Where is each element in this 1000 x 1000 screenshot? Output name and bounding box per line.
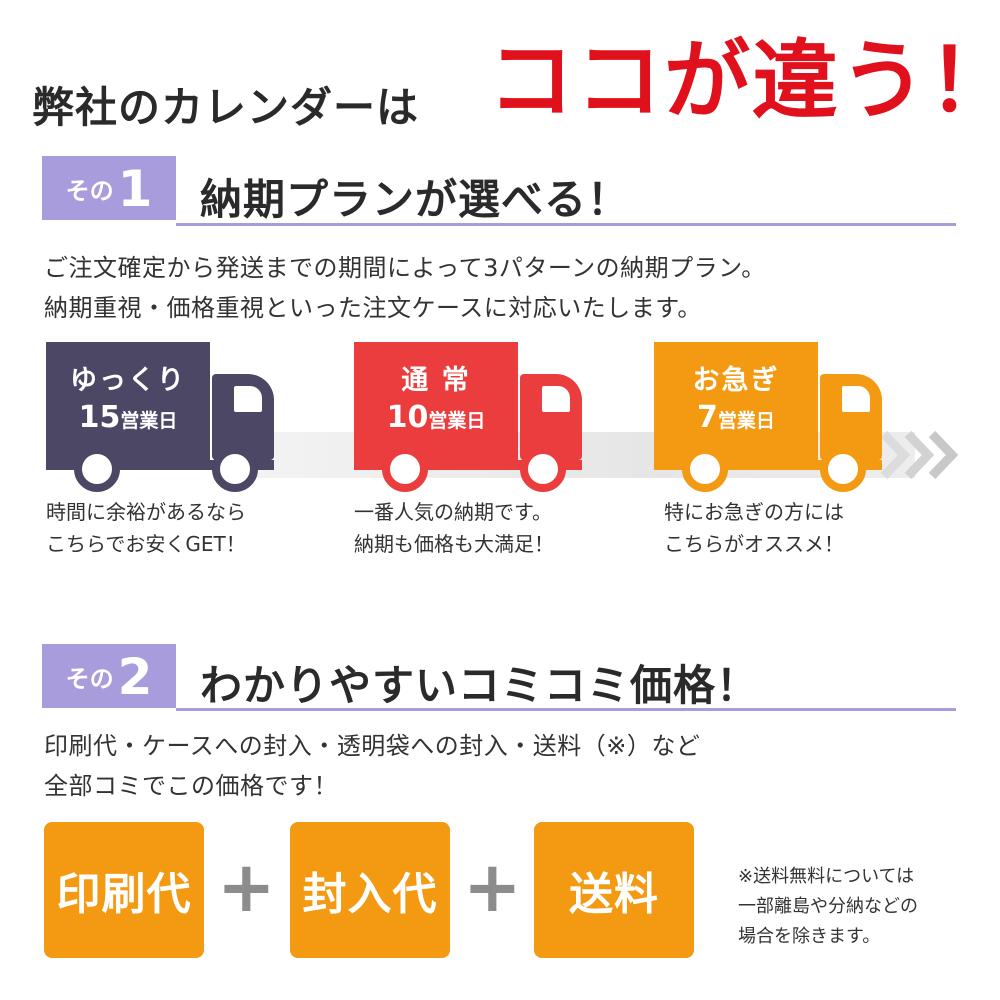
plus-icon: +: [463, 846, 522, 928]
plus-icon: +: [217, 846, 276, 928]
section2-line-2: 全部コミでこの価格です！: [44, 772, 338, 800]
section1-underline: [176, 223, 956, 226]
shipping-note-1: ※送料無料については: [738, 866, 915, 887]
shipping-note-2: 一部離島や分納などの: [738, 896, 918, 917]
truck-express-days: 7営業日: [697, 399, 775, 435]
truck-express-caption-1: 特にお急ぎの方には: [664, 500, 844, 524]
truck-express-wheel-rear: [682, 446, 728, 492]
truck-slow-name: ゆっくり: [70, 365, 186, 397]
section2-underline: [176, 708, 956, 711]
section2-line-1: 印刷代・ケースへの封入・透明袋への封入・送料（※）など: [44, 732, 701, 760]
truck-slow-wheel-rear: [74, 446, 120, 492]
truck-slow-days: 15営業日: [78, 399, 178, 435]
truck-normal-base: [354, 460, 582, 470]
section1-badge-label: その: [65, 177, 114, 205]
truck-slow-window: [234, 386, 262, 412]
truck-normal-caption-2: 納期も価格も大満足！: [354, 532, 554, 556]
truck-slow-cargo: ゆっくり 15営業日: [46, 342, 210, 460]
section1-badge: その 1: [42, 156, 176, 220]
truck-express-base: [654, 460, 882, 470]
section1-line-2: 納期重視・価格重視といった注文ケースに対応いたします。: [44, 294, 702, 322]
shipping-note-3: 場合を除きます。: [738, 926, 881, 947]
price-item-enclosing: 封入代: [290, 822, 450, 958]
truck-slow-caption-1: 時間に余裕があるなら: [46, 500, 246, 524]
truck-slow-wheel-front: [212, 446, 258, 492]
price-item-shipping: 送料: [534, 822, 694, 958]
truck-slow-caption-2: こちらでお安くGET！: [46, 532, 246, 556]
section2-badge-number: 2: [117, 648, 153, 706]
truck-normal-name: 通 常: [401, 365, 471, 397]
truck-express-caption-2: こちらがオススメ！: [664, 532, 844, 556]
truck-normal-window: [542, 386, 570, 412]
truck-normal-caption-1: 一番人気の納期です。: [354, 500, 552, 524]
truck-express-name: お急ぎ: [692, 365, 780, 397]
section2-title: わかりやすいコミコミ価格！: [200, 661, 760, 710]
chevron-arrows-icon: [880, 430, 959, 480]
truck-normal: 通 常 10営業日: [354, 342, 584, 492]
truck-normal-cargo: 通 常 10営業日: [354, 342, 518, 460]
section1-badge-number: 1: [117, 160, 153, 218]
truck-normal-cab: [520, 374, 582, 460]
truck-slow-base: [46, 460, 274, 470]
truck-slow-cab: [212, 374, 274, 460]
truck-express-window: [842, 386, 870, 412]
section2-badge-label: その: [65, 665, 114, 693]
headline-right: ココが違う！: [488, 31, 1000, 131]
truck-express-cargo: お急ぎ 7営業日: [654, 342, 818, 460]
truck-express-wheel-front: [820, 446, 866, 492]
section2-badge: その 2: [42, 644, 176, 708]
truck-slow: ゆっくり 15営業日: [46, 342, 276, 492]
truck-express: お急ぎ 7営業日: [654, 342, 884, 492]
truck-normal-wheel-rear: [382, 446, 428, 492]
section1-title: 納期プランが選べる！: [200, 175, 631, 224]
truck-normal-wheel-front: [520, 446, 566, 492]
headline-left: 弊社のカレンダーは: [32, 83, 420, 132]
truck-normal-days: 10営業日: [386, 399, 486, 435]
truck-express-cab: [820, 374, 882, 460]
section1-line-1: ご注文確定から発送までの期間によって3パターンの納期プラン。: [44, 254, 766, 282]
price-item-printing: 印刷代: [44, 822, 204, 958]
